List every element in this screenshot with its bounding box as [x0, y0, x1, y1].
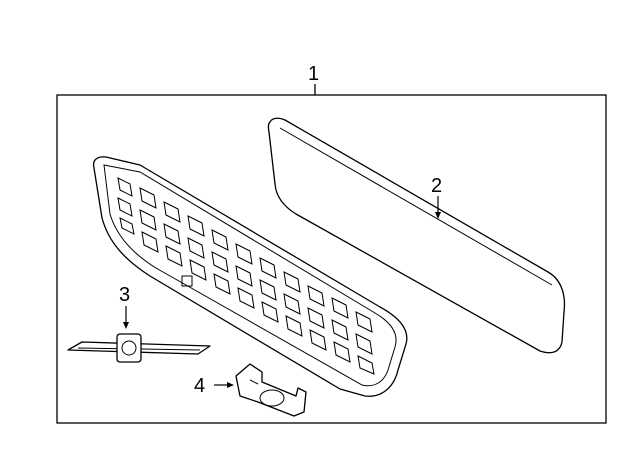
callout-4-label: 4 — [194, 375, 205, 397]
assembly-frame — [56, 94, 607, 424]
grille-slats — [117, 177, 375, 375]
part-4-clip — [235, 363, 307, 417]
part-3-emblem-bracket — [67, 333, 211, 363]
callout-4-arrowhead — [227, 382, 234, 388]
callout-2-label: 2 — [431, 175, 442, 197]
callout-1-label: 1 — [308, 63, 319, 85]
part-2-panel — [267, 117, 566, 354]
part-1-grille — [92, 156, 408, 397]
callout-2-arrowhead — [435, 212, 441, 219]
callout-3-label: 3 — [119, 284, 130, 306]
callout-3-arrowhead — [123, 322, 129, 329]
